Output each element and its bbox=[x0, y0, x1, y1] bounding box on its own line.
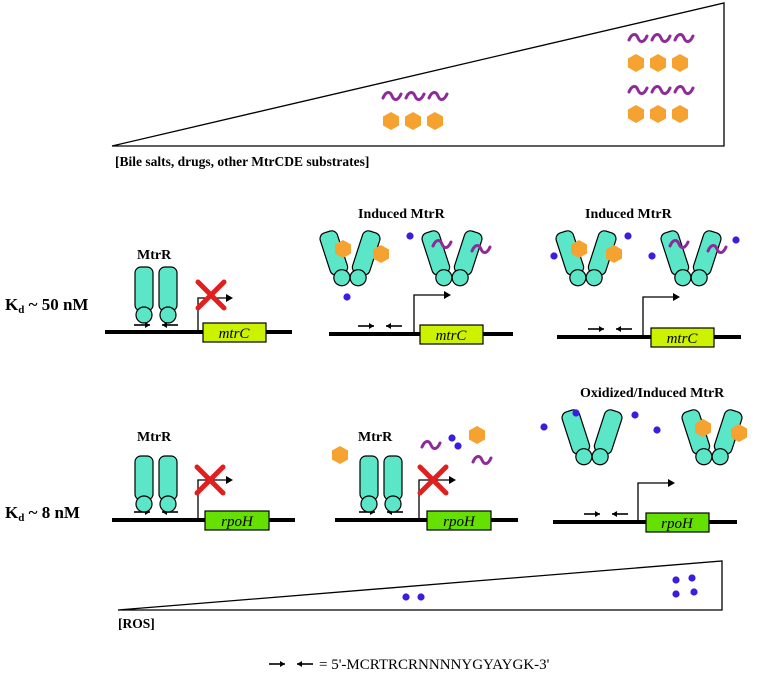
repression-x-icon bbox=[198, 282, 224, 308]
row2-panel-repressed: MtrR rpoH bbox=[112, 430, 295, 531]
substrate-gradient-label: [Bile salts, drugs, other MtrCDE substra… bbox=[115, 154, 369, 169]
promoter-arrow bbox=[197, 294, 233, 332]
mtrC-gene-box bbox=[202, 322, 267, 343]
row2-panel-oxidized: Oxidized/Induced MtrR rpoH bbox=[540, 386, 747, 533]
row1-panel-repressed: MtrR mtrC bbox=[105, 248, 292, 343]
oxidized-mtrr-dimer bbox=[560, 408, 623, 467]
ros-gradient-label: [ROS] bbox=[118, 616, 155, 631]
operator-legend: = 5'-MCRTRCRNNNNYGYAYGK-3' bbox=[268, 657, 550, 673]
mtrC-gene-label: mtrC bbox=[667, 331, 699, 347]
induced-mtrr-dimer bbox=[659, 229, 722, 288]
drug-waves-low bbox=[381, 90, 449, 102]
rpoH-gene-box bbox=[204, 510, 270, 531]
row1-panel-induced-a: Induced MtrR mtrC bbox=[318, 207, 513, 345]
substrate-gradient-wedge bbox=[111, 2, 725, 147]
ros-gradient-wedge bbox=[117, 560, 723, 611]
row1-kd-label: Kd ~ 50 nM bbox=[5, 295, 88, 316]
row2-panel1-title: MtrR bbox=[137, 430, 172, 445]
row1-panel2-title: Induced MtrR bbox=[358, 207, 446, 222]
mtrC-gene-label: mtrC bbox=[219, 326, 251, 342]
ligand-hexagons-low bbox=[383, 112, 443, 130]
induced-mtrr-dimer bbox=[420, 229, 483, 288]
rpoH-gene-label: rpoH bbox=[443, 514, 476, 530]
row2-panel3-title: Oxidized/Induced MtrR bbox=[580, 386, 725, 401]
mtrr-dimer-bound bbox=[135, 267, 177, 323]
rpoH-gene-label: rpoH bbox=[221, 514, 254, 530]
mtrC-gene-label: mtrC bbox=[436, 328, 468, 344]
operator-arrows-icon bbox=[268, 660, 314, 668]
row2-kd-label: Kd ~ 8 nM bbox=[5, 503, 80, 524]
mtrr-dimer-bound bbox=[360, 456, 402, 512]
row1-panel3-title: Induced MtrR bbox=[585, 207, 673, 222]
row1-panel1-title: MtrR bbox=[137, 248, 172, 263]
row1-panel-induced-b: Induced MtrR mtrC bbox=[550, 207, 741, 348]
row2-panel-repressed-with-ligands: MtrR rpoH bbox=[332, 426, 518, 531]
induced-mtrr-dimer bbox=[318, 229, 381, 288]
rpoH-gene-label: rpoH bbox=[661, 516, 694, 532]
row2-panel2-title: MtrR bbox=[358, 430, 393, 445]
mtrr-dimer-bound bbox=[135, 456, 177, 512]
operator-consensus-sequence: = 5'-MCRTRCRNNNNYGYAYGK-3' bbox=[319, 657, 550, 673]
